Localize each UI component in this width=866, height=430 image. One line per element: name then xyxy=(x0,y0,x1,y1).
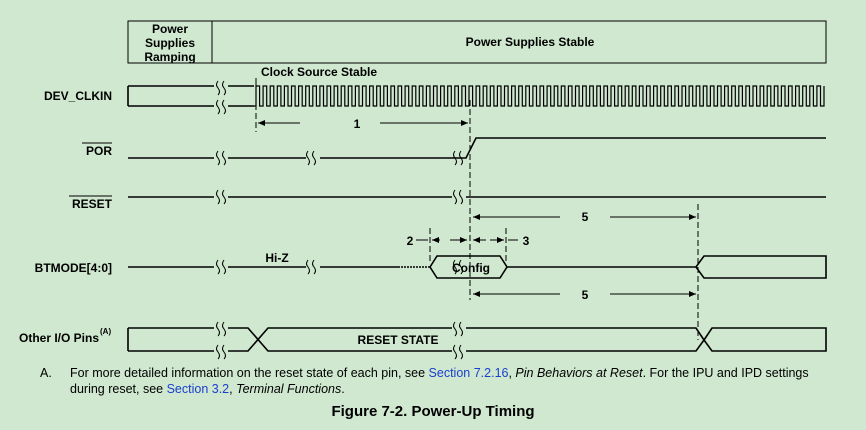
header-ramping-line3: Ramping xyxy=(144,50,195,64)
timing-arrows xyxy=(258,120,696,297)
signal-label-btmode: BTMODE[4:0] xyxy=(35,261,112,275)
figure-caption: Figure 7-2. Power-Up Timing xyxy=(331,403,535,420)
btmode-after-config xyxy=(507,255,827,279)
timing-5-lower-label: 5 xyxy=(582,288,589,302)
other-io-reset-state xyxy=(228,327,452,352)
signal-label-reset: RESET xyxy=(72,197,113,211)
header-stable: Power Supplies Stable xyxy=(466,35,595,49)
signal-label-other-io-sup: (A) xyxy=(100,327,111,336)
signal-label-dev-clkin: DEV_CLKIN xyxy=(44,89,112,103)
footnote-text-1: For more detailed information on the res… xyxy=(70,366,429,380)
timing-5-upper-label: 5 xyxy=(582,210,589,224)
footnote-italic-2: Terminal Functions xyxy=(236,382,342,396)
reference-lines xyxy=(255,86,699,340)
signal-label-other-io: Other I/O Pins xyxy=(19,331,99,345)
header-frame xyxy=(127,20,827,64)
footnote-marker: A. xyxy=(40,366,52,380)
clock-stable-label: Clock Source Stable xyxy=(261,65,377,79)
footnote-text-5: . xyxy=(341,382,345,396)
header-ramping-line2: Supplies xyxy=(145,36,195,50)
power-up-timing-diagram: Power Supplies Ramping Power Supplies St… xyxy=(19,20,827,360)
footnote-link-section-7-2-16[interactable]: Section 7.2.16 xyxy=(428,366,509,380)
break-marks xyxy=(216,80,463,360)
timing-3-label: 3 xyxy=(523,234,530,248)
footnote: A. For more detailed information on the … xyxy=(40,365,840,397)
other-io-ramp-box xyxy=(127,327,214,352)
other-io-after-reset xyxy=(466,327,827,352)
por-waveform xyxy=(128,137,826,159)
header-ramping-line1: Power xyxy=(152,22,188,36)
footnote-text-3: . For the IPU and IPD settings during re… xyxy=(70,366,809,396)
dev-clkin-ramp-box xyxy=(127,85,214,107)
footnote-link-section-3-2[interactable]: Section 3.2 xyxy=(166,382,230,396)
hiz-label: Hi-Z xyxy=(265,251,288,265)
dev-clkin-clock-wave xyxy=(254,85,825,107)
config-label: Config xyxy=(452,261,490,275)
footnote-text-2: , xyxy=(508,366,516,380)
timing-2-label: 2 xyxy=(407,234,414,248)
footnote-body: For more detailed information on the res… xyxy=(70,365,840,397)
reset-state-label: RESET STATE xyxy=(358,333,439,347)
footnote-text-4: , xyxy=(229,382,237,396)
timing-1-label: 1 xyxy=(354,117,361,131)
footnote-italic-1: Pin Behaviors at Reset xyxy=(515,366,643,380)
signal-label-por: POR xyxy=(86,144,112,158)
dev-clkin-ramp-box-tail xyxy=(228,85,254,107)
